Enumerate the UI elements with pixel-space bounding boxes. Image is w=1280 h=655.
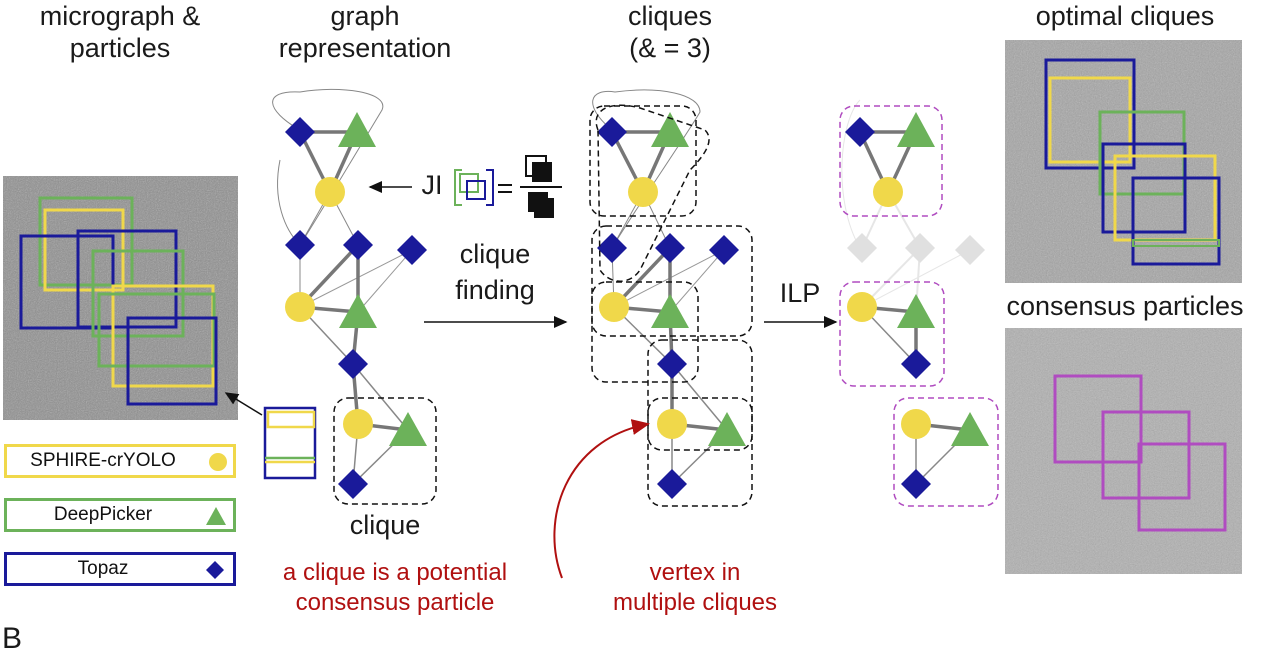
note-potential: a clique is a potential consensus partic…	[240, 558, 550, 618]
consensus-particles-image	[1005, 328, 1242, 574]
graph-representation	[272, 88, 437, 505]
box-sample-icon	[263, 406, 317, 480]
consensus-overlay	[1005, 328, 1242, 574]
legend-deeppicker-label: DeepPicker	[53, 504, 153, 525]
micrograph-overlay	[3, 176, 238, 420]
ji-label: JI	[421, 170, 443, 200]
note-vertex: vertex in multiple cliques	[580, 558, 810, 618]
diamond-icon	[206, 561, 224, 579]
legend-topaz-label: Topaz	[77, 558, 129, 579]
triangle-icon	[206, 507, 226, 525]
clique-finding-label: clique finding	[430, 236, 560, 308]
optimal-overlay	[1005, 40, 1242, 283]
cliques-graph	[589, 89, 753, 507]
legend-deeppicker: DeepPicker	[4, 498, 236, 532]
optimal-graph	[839, 99, 999, 507]
panel-letter: B	[2, 622, 23, 655]
header-graph-line1: graph	[330, 1, 400, 31]
clique-label: clique	[349, 510, 421, 540]
ilp-label: ILP	[779, 278, 821, 308]
header-micrograph-line1: micrograph &	[39, 1, 201, 31]
optimal-cliques-image	[1005, 40, 1242, 283]
legend-topaz: Topaz	[4, 552, 236, 586]
header-cliques-line1: cliques	[627, 1, 713, 31]
note-potential-line1: a clique is a potential	[282, 559, 508, 586]
header-graph-line2: representation	[278, 33, 452, 63]
header-graph: graph representation	[245, 0, 485, 64]
header-micrograph-line2: particles	[69, 33, 171, 63]
arrow-to-micrograph	[224, 392, 263, 416]
note-potential-line2: consensus particle	[295, 589, 495, 616]
header-cliques-line2: (& = 3)	[629, 33, 711, 63]
legend-crYOLO: SPHIRE-crYOLO	[4, 444, 236, 478]
note-vertex-line2: multiple cliques	[612, 589, 778, 616]
micrograph-image	[3, 176, 238, 420]
header-micrograph: micrograph & particles	[0, 0, 240, 64]
header-optimal-cliques: optimal cliques	[1035, 1, 1215, 31]
ji-formula	[454, 155, 562, 218]
clique-finding-line2: finding	[455, 275, 535, 305]
legend-crYOLO-label: SPHIRE-crYOLO	[30, 450, 176, 471]
header-consensus-particles: consensus particles	[1006, 291, 1244, 321]
header-cliques: cliques (& = 3)	[560, 0, 780, 64]
graph-diagram	[224, 88, 999, 579]
arrow-vertex-multiple	[553, 419, 650, 579]
clique-finding-line1: clique	[459, 239, 531, 269]
circle-icon	[209, 453, 227, 471]
note-vertex-line1: vertex in	[649, 559, 741, 586]
